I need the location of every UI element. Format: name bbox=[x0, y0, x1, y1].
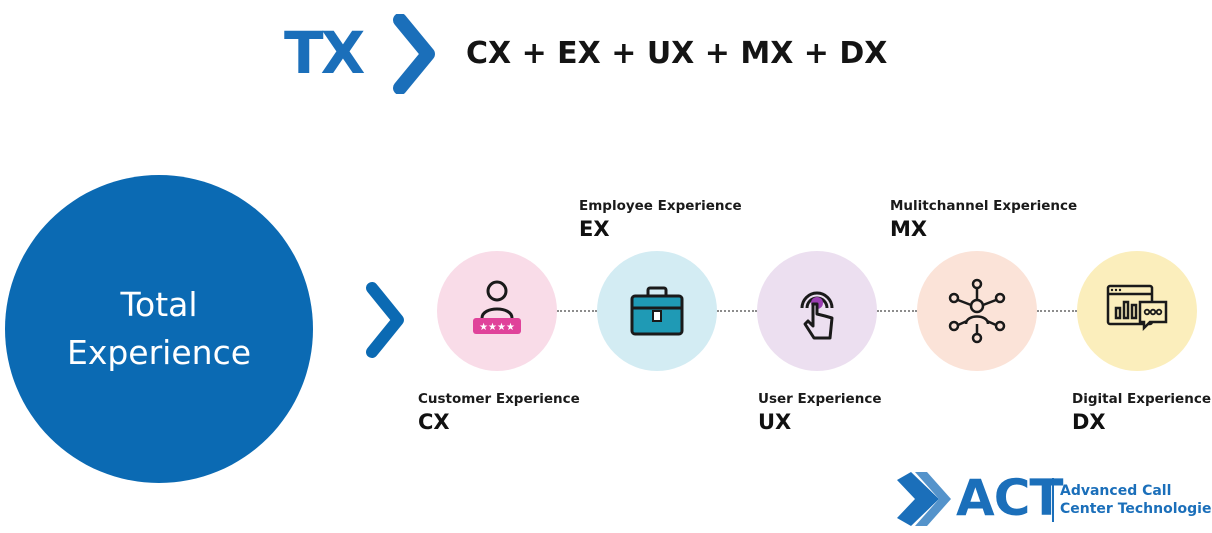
node-ex bbox=[597, 251, 717, 371]
chevron-right-icon bbox=[393, 14, 435, 94]
chevron-right-icon bbox=[366, 282, 404, 358]
node-cx: ★★★★ bbox=[437, 251, 557, 371]
dx-name: Digital Experience bbox=[1072, 391, 1211, 407]
logo-tagline-line1: Advanced Call bbox=[1060, 483, 1172, 499]
cx-name: Customer Experience bbox=[418, 391, 580, 407]
node-dx bbox=[1077, 251, 1197, 371]
cx-code: CX bbox=[418, 410, 450, 434]
digital-screen-chat-icon bbox=[1106, 284, 1168, 332]
total-experience-line2: Experience bbox=[66, 333, 252, 372]
touch-hand-icon bbox=[800, 291, 834, 340]
ux-code: UX bbox=[758, 410, 792, 434]
dx-code: DX bbox=[1072, 410, 1106, 434]
connector-dots bbox=[717, 310, 757, 312]
connector-dots bbox=[557, 310, 597, 312]
mx-name: Mulitchannel Experience bbox=[890, 198, 1078, 214]
total-experience-line1: Total bbox=[120, 285, 198, 324]
logo-divider bbox=[1052, 478, 1054, 522]
briefcase-icon bbox=[630, 286, 684, 336]
total-experience-circle: Total Experience bbox=[5, 175, 313, 483]
tx-formula: CX + EX + UX + MX + DX bbox=[466, 36, 888, 71]
connector-dots bbox=[877, 310, 917, 312]
node-ux bbox=[757, 251, 877, 371]
mx-code: MX bbox=[890, 217, 928, 241]
act-logo-icon bbox=[897, 472, 951, 526]
ex-name: Employee Experience bbox=[579, 198, 742, 214]
logo-tagline-line2: Center Technologies bbox=[1060, 501, 1212, 517]
ux-name: User Experience bbox=[758, 391, 882, 407]
ex-code: EX bbox=[579, 217, 610, 241]
svg-text:★★★★: ★★★★ bbox=[479, 322, 515, 333]
logo-tagline: Advanced Call Center Technologies bbox=[1060, 482, 1212, 518]
connector-dots bbox=[1037, 310, 1077, 312]
customer-rating-icon: ★★★★ bbox=[473, 280, 521, 334]
logo-name: ACT bbox=[956, 469, 1063, 527]
tx-heading: TX bbox=[284, 19, 365, 87]
node-mx bbox=[917, 251, 1037, 371]
network-person-icon bbox=[948, 278, 1006, 344]
